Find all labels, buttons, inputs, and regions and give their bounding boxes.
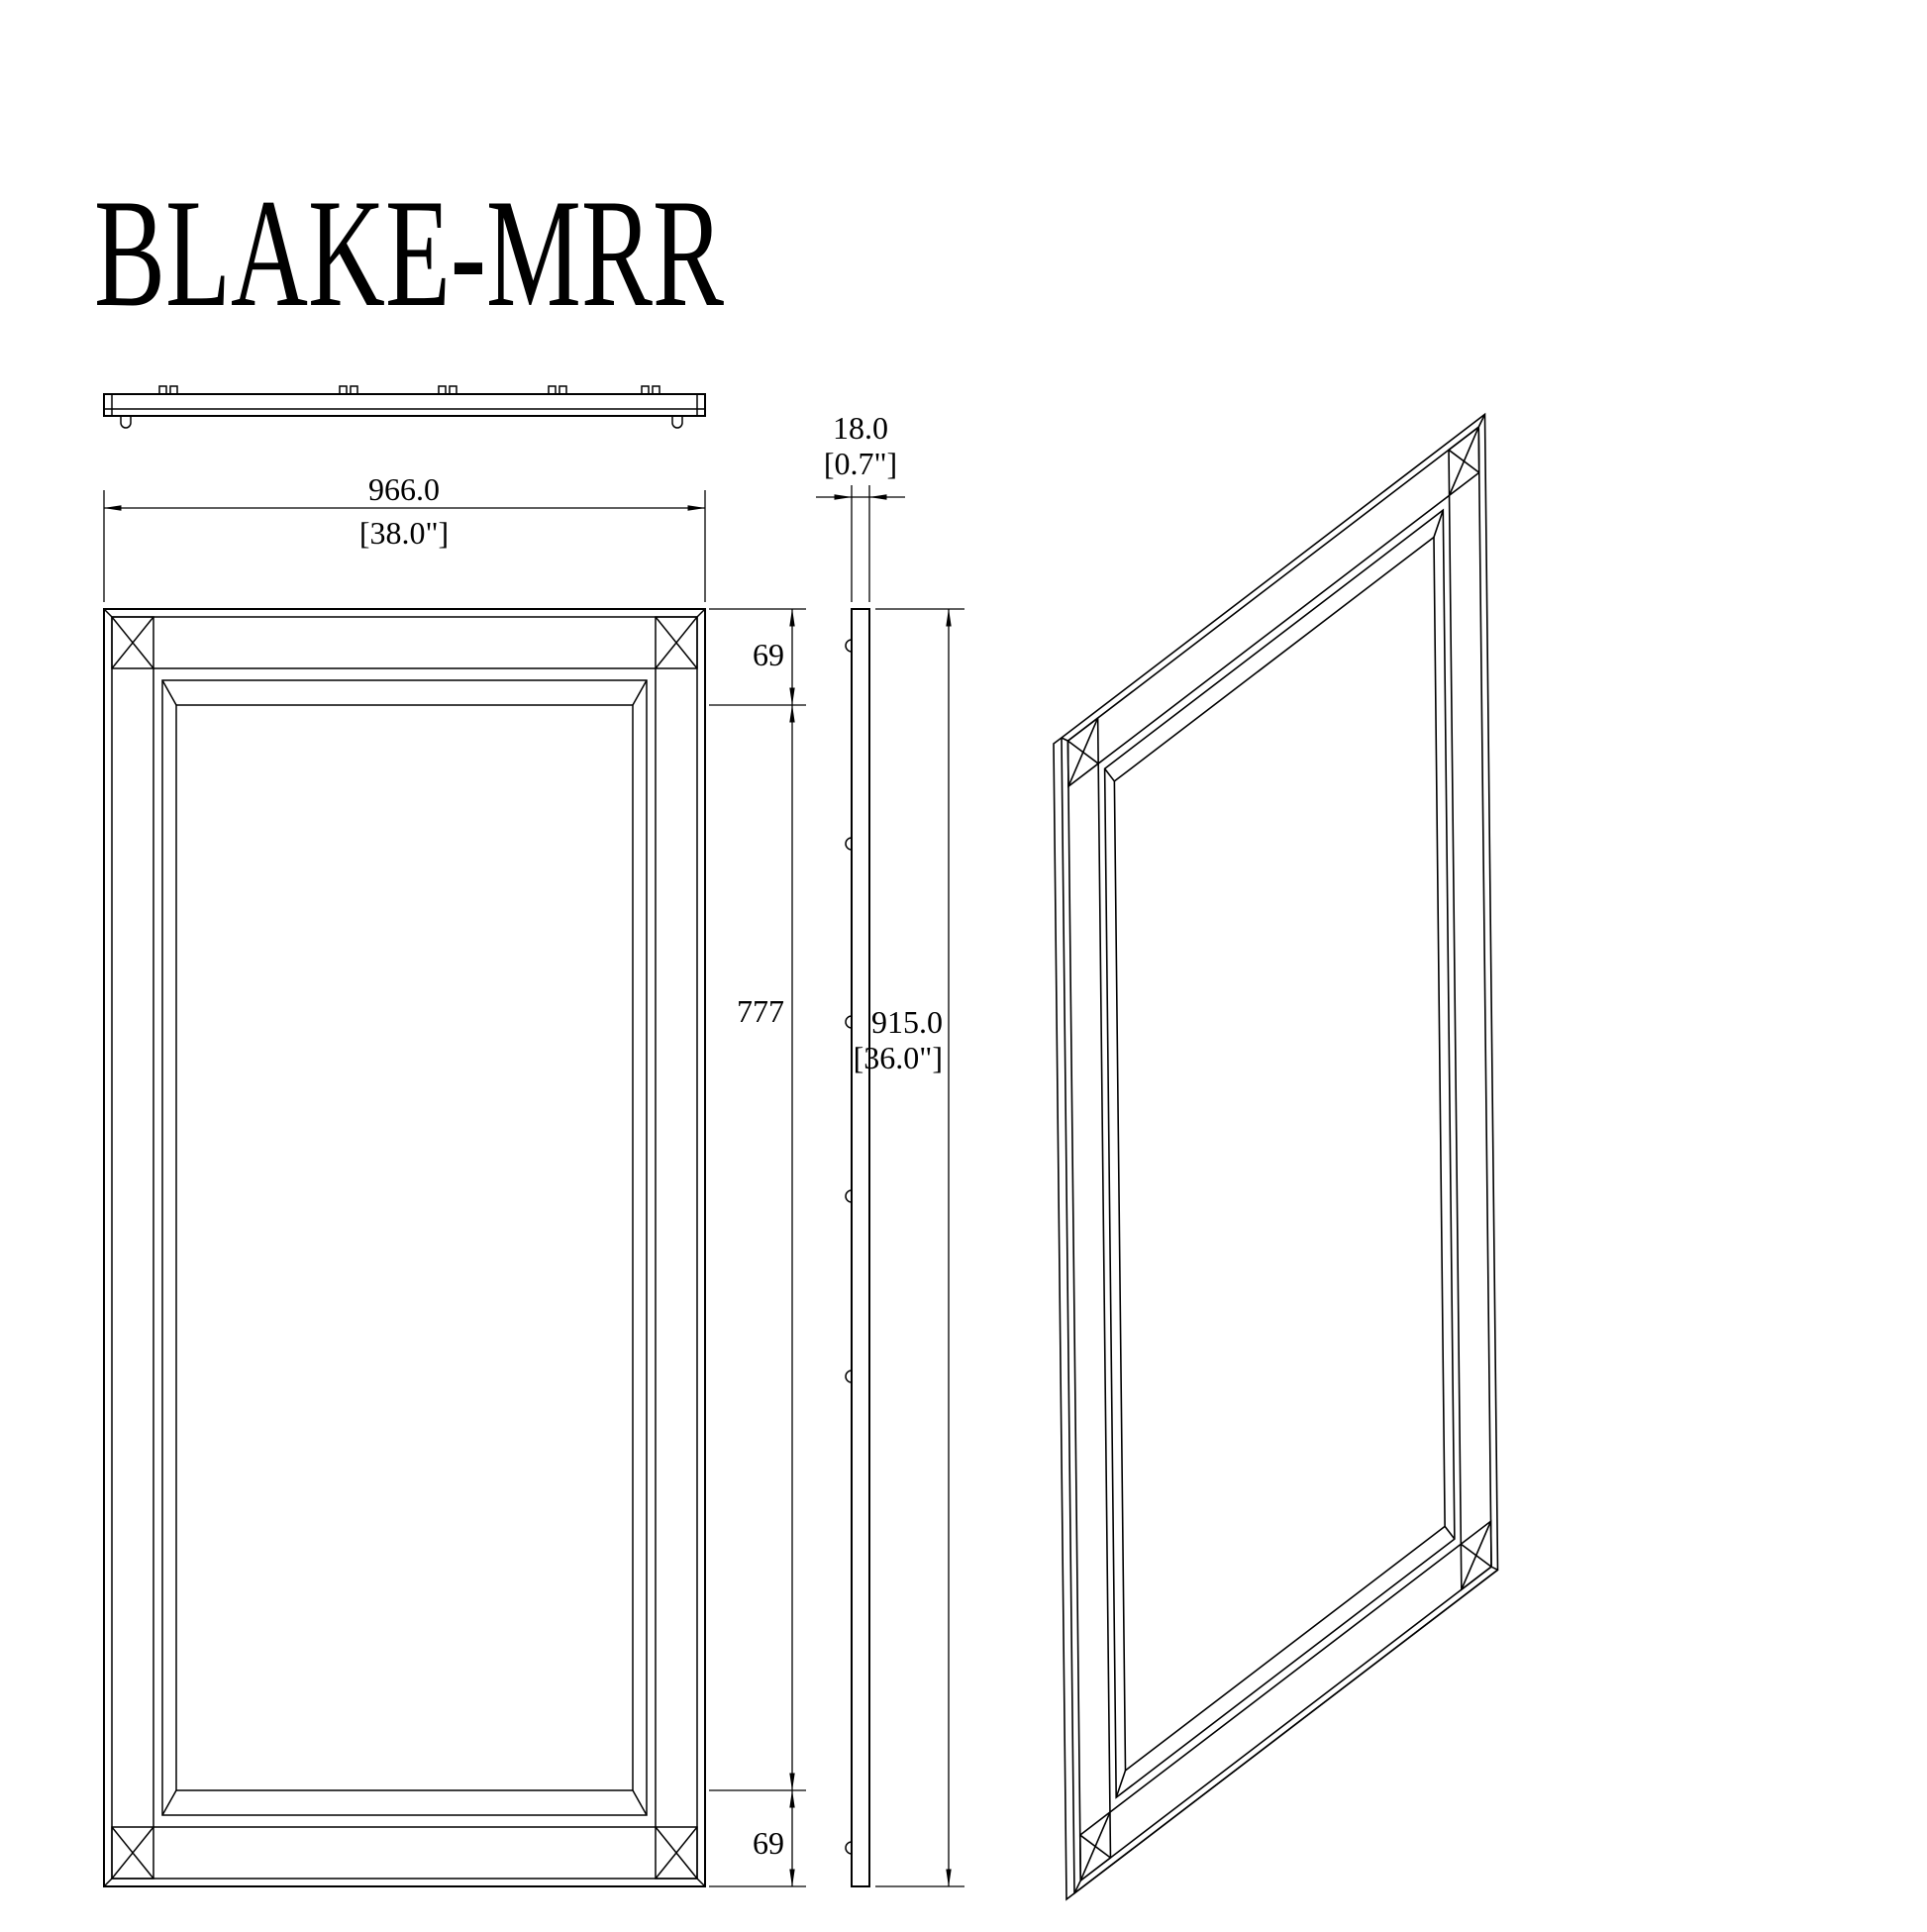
front-view <box>103 608 706 1887</box>
width-inch-label: [38.0"] <box>359 515 449 551</box>
frame-bottom-label: 69 <box>753 1825 784 1861</box>
front-view-outer-frame <box>103 608 706 1887</box>
dimension-thickness: 18.0 [0.7"] <box>816 410 905 602</box>
corner-block-bottom-left <box>111 1826 154 1880</box>
thickness-inch-label: [0.7"] <box>824 446 897 481</box>
height-mm-label: 915.0 <box>871 1004 943 1040</box>
corner-block-top-right <box>655 616 698 669</box>
dimension-height: 915.0 [36.0"] <box>854 608 964 1887</box>
side-view <box>845 608 870 1887</box>
isometric-view <box>1054 414 1498 1899</box>
top-view <box>103 385 706 429</box>
corner-block-top-left <box>111 616 154 669</box>
isometric-mirror-glass <box>1114 537 1445 1770</box>
width-mm-label: 966.0 <box>368 471 440 507</box>
mirror-height-label: 777 <box>737 993 784 1029</box>
title-block: BLAKE-MRR <box>94 167 724 339</box>
corner-block-bottom-right <box>655 1826 698 1880</box>
height-inch-label: [36.0"] <box>854 1040 943 1075</box>
dimension-frame-heights: 69 777 69 <box>709 608 806 1887</box>
thickness-mm-label: 18.0 <box>833 410 888 446</box>
isometric-corner-blocks <box>1067 427 1491 1881</box>
mirror-glass-edge <box>175 704 634 1791</box>
frame-top-label: 69 <box>753 637 784 672</box>
isometric-outer-frame <box>1062 414 1497 1893</box>
top-view-hangers <box>120 416 683 429</box>
side-view-mounting-bumps <box>845 639 853 1855</box>
dimension-width: 966.0 [38.0"] <box>103 471 706 602</box>
side-view-outline <box>851 608 870 1887</box>
drawing-title: BLAKE-MRR <box>94 167 724 339</box>
top-view-outline <box>103 393 706 417</box>
top-view-mounting-clips <box>158 385 660 395</box>
